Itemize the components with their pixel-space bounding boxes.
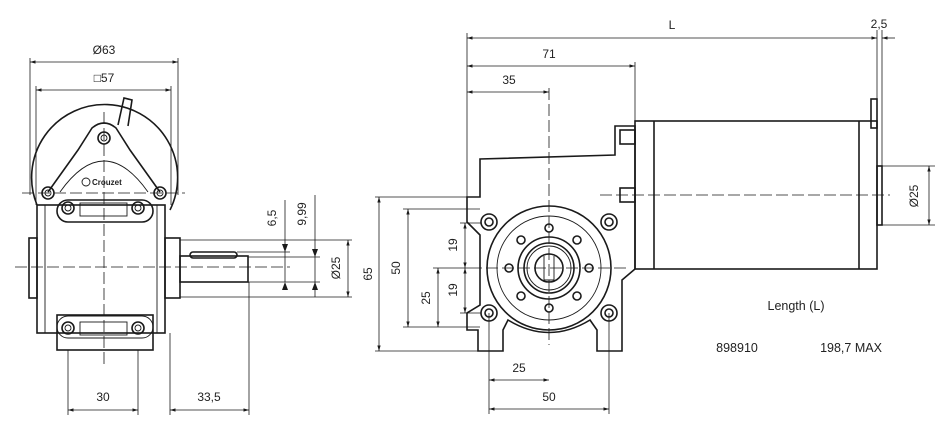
- dim-50-horizontal: 50: [542, 390, 556, 404]
- side-view: Crouzet Ø63 □57 6,5: [15, 43, 352, 415]
- dim-length: L: [669, 18, 676, 32]
- table-cell-length: 198,7 MAX: [820, 341, 883, 355]
- shaft-key: [189, 251, 238, 259]
- dim-25-vertical: 25: [419, 291, 433, 305]
- top-mount-flange: [56, 199, 154, 223]
- dim-key-depth: 6,5: [265, 209, 279, 226]
- gearbox-housing: [466, 125, 636, 352]
- dim-rear-shaft-diameter: Ø25: [907, 184, 921, 207]
- dim-19-upper: 19: [446, 238, 460, 252]
- dim-housing-diameter: Ø63: [93, 43, 116, 57]
- right-hub: [164, 237, 181, 299]
- dim-50-vertical: 50: [389, 261, 403, 275]
- gearbox-body: [36, 204, 166, 334]
- dim-shaft-length: 33,5: [197, 390, 221, 404]
- dim-mount-spacing: 30: [96, 390, 110, 404]
- table-cell-part-number: 898910: [716, 341, 758, 355]
- motor-terminal-tab: [870, 98, 878, 129]
- dim-65: 65: [361, 267, 375, 281]
- dim-19-lower: 19: [446, 283, 460, 297]
- dim-71: 71: [542, 47, 556, 61]
- dim-shaft-diameter: Ø25: [329, 256, 343, 279]
- motor-housing-outline: [30, 103, 179, 211]
- table-row: 898910 198,7 MAX: [716, 341, 882, 355]
- table-header-length: Length (L): [768, 299, 825, 313]
- dim-rear-shaft: 2,5: [871, 17, 888, 31]
- dim-shaft-key-height: 9,99: [295, 202, 309, 226]
- crouzet-logo: Crouzet: [81, 177, 122, 187]
- dim-square-flange: □57: [94, 71, 115, 85]
- output-shaft: [179, 255, 249, 283]
- rear-shaft: [876, 165, 883, 226]
- dim-35: 35: [502, 73, 516, 87]
- dim-25-horizontal: 25: [512, 361, 526, 375]
- bottom-mount-flange: [56, 314, 154, 351]
- front-view: L 2,5 71 35 Ø25 65 50 25 19 19 25 50: [361, 17, 935, 414]
- left-hub: [28, 237, 38, 299]
- logo-text: Crouzet: [92, 178, 122, 187]
- cable: [117, 97, 133, 127]
- length-table: Length (L) 898910 198,7 MAX: [716, 299, 882, 355]
